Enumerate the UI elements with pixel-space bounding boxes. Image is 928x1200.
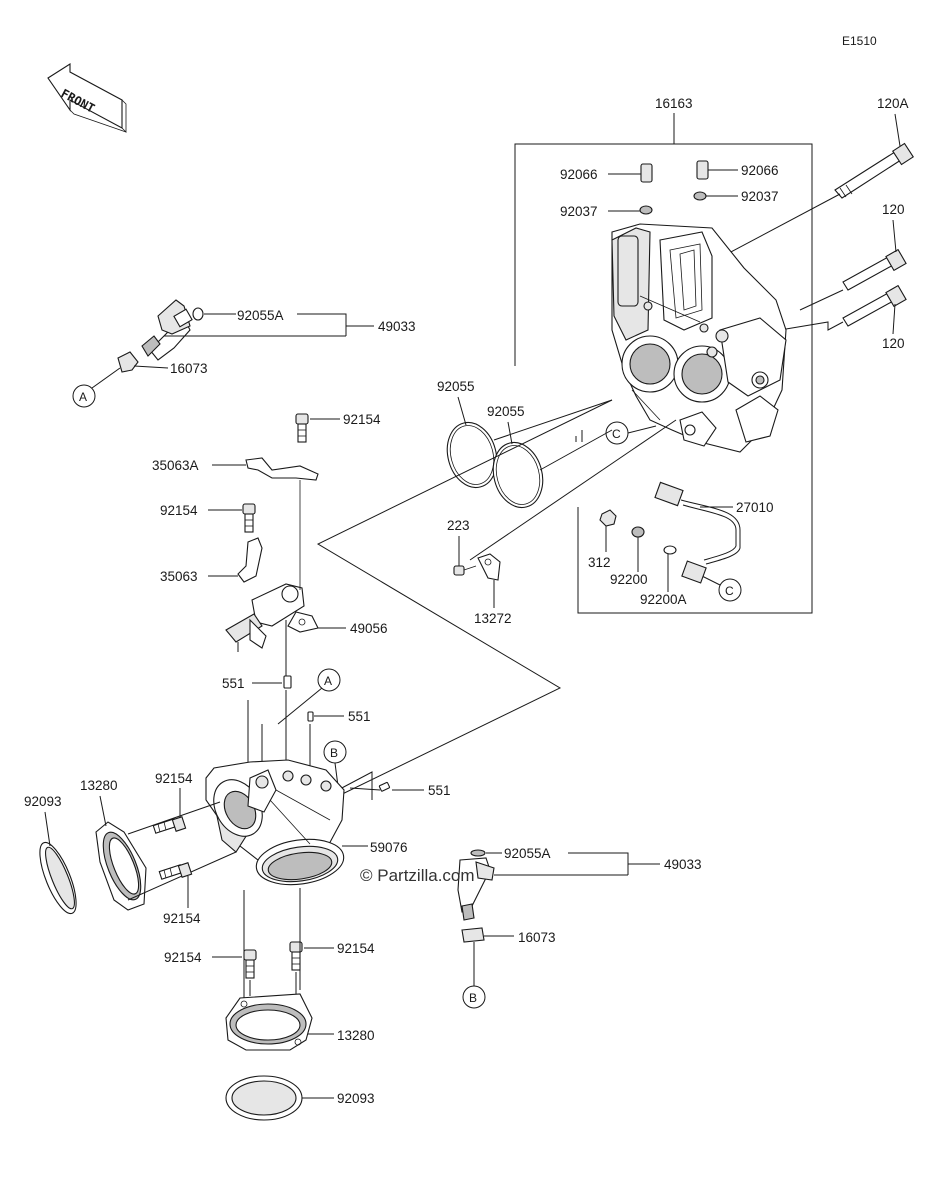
cap-16073-bottom <box>461 927 485 943</box>
label-92093-bottom: 92093 <box>337 1091 375 1106</box>
dowel-92066-left <box>640 163 653 183</box>
label-92066-right: 92066 <box>741 163 779 178</box>
label-35063: 35063 <box>160 569 198 584</box>
ref-b-bottom: B <box>462 985 486 1009</box>
label-92154-bracket: 92154 <box>343 412 381 427</box>
bolt-120-upper <box>842 248 907 291</box>
label-120-lower: 120 <box>882 336 905 351</box>
washer-92200a <box>663 545 677 555</box>
label-92154-bottom-left: 92154 <box>164 950 202 965</box>
label-16073-bottom: 16073 <box>518 930 556 945</box>
label-92066-left: 92066 <box>560 167 598 182</box>
label-92037-left: 92037 <box>560 204 598 219</box>
svg-text:C: C <box>612 427 621 441</box>
label-120a: 120A <box>877 96 909 111</box>
oring-92055a-bottom <box>470 849 486 857</box>
ref-b-center: B <box>323 740 347 764</box>
label-92154-upperleft: 92154 <box>155 771 193 786</box>
label-13280-bottom: 13280 <box>337 1028 375 1043</box>
nut-312 <box>599 509 617 527</box>
ring-92093-left <box>39 841 77 915</box>
label-59076: 59076 <box>370 840 408 855</box>
sensor-27010 <box>654 481 741 584</box>
screw-223 <box>453 565 477 576</box>
label-16163: 16163 <box>655 96 693 111</box>
label-13272: 13272 <box>474 611 512 626</box>
svg-text:B: B <box>330 746 338 760</box>
fuel-rail-49056 <box>225 480 319 649</box>
bolt-92154-bottom-left <box>243 949 257 979</box>
oring-92037-right <box>693 191 707 201</box>
gasket-13280-bottom <box>225 993 313 1051</box>
injector-49033-bottom <box>457 857 495 921</box>
oring-92055-left <box>446 421 498 489</box>
throttle-body-16163 <box>611 223 787 453</box>
diagram-code: E1510 <box>842 34 877 48</box>
label-92055-left: 92055 <box>437 379 475 394</box>
ref-a-center: A <box>317 668 341 692</box>
label-49033-bottom: 49033 <box>664 857 702 872</box>
label-92037-right: 92037 <box>741 189 779 204</box>
bracket-35063a <box>245 457 319 481</box>
throttle-assembly-box <box>514 113 813 614</box>
pin-551-center <box>307 711 314 722</box>
label-92200a: 92200A <box>640 592 687 607</box>
dowel-92066-right <box>696 160 709 180</box>
label-551-left: 551 <box>222 676 245 691</box>
oring-92055-right <box>492 441 544 509</box>
label-92154-bottom-right: 92154 <box>337 941 375 956</box>
front-arrow-icon: FRONT <box>47 62 127 133</box>
svg-text:C: C <box>725 584 734 598</box>
label-92055-right: 92055 <box>487 404 525 419</box>
ref-c-lower: C <box>718 578 742 602</box>
injector-49033-top <box>141 299 193 361</box>
label-49033-top: 49033 <box>378 319 416 334</box>
cap-16073-top <box>117 351 139 373</box>
oring-92037-left <box>639 205 653 215</box>
bolt-120a <box>834 142 914 199</box>
bolt-120-lower <box>842 284 907 327</box>
label-312: 312 <box>588 555 611 570</box>
label-13280-left: 13280 <box>80 778 118 793</box>
svg-text:A: A <box>324 674 332 688</box>
oring-92055a-top <box>192 307 204 321</box>
label-92055a-top: 92055A <box>237 308 284 323</box>
gasket-13280-left <box>95 821 147 911</box>
bolt-92154-lowerleft <box>158 862 193 880</box>
label-92093-left: 92093 <box>24 794 62 809</box>
label-16073-top: 16073 <box>170 361 208 376</box>
label-35063a: 35063A <box>152 458 199 473</box>
svg-text:A: A <box>79 390 87 404</box>
ring-92093-bottom <box>225 1075 303 1121</box>
ref-a-top: A <box>72 384 96 408</box>
label-92200: 92200 <box>610 572 648 587</box>
label-120-upper: 120 <box>882 202 905 217</box>
washer-92200 <box>631 526 645 538</box>
ref-c-upper: C <box>605 421 629 445</box>
intake-manifold-59076 <box>205 759 345 886</box>
bracket-13272 <box>477 553 501 581</box>
screw-92154-bracket <box>295 413 309 443</box>
pin-551-left <box>283 675 292 689</box>
label-223: 223 <box>447 518 470 533</box>
svg-text:B: B <box>469 991 477 1005</box>
label-551-right: 551 <box>428 783 451 798</box>
label-49056: 49056 <box>350 621 388 636</box>
label-27010: 27010 <box>736 500 774 515</box>
pin-551-right <box>378 781 391 792</box>
bolt-92154-upperleft <box>152 816 187 834</box>
screw-92154-mid <box>242 503 256 533</box>
bracket-35063 <box>237 537 263 583</box>
label-92055a-bottom: 92055A <box>504 846 551 861</box>
label-92154-lowerleft: 92154 <box>163 911 201 926</box>
label-551-center: 551 <box>348 709 371 724</box>
watermark: © Partzilla.com <box>360 866 475 885</box>
label-92154-mid: 92154 <box>160 503 198 518</box>
